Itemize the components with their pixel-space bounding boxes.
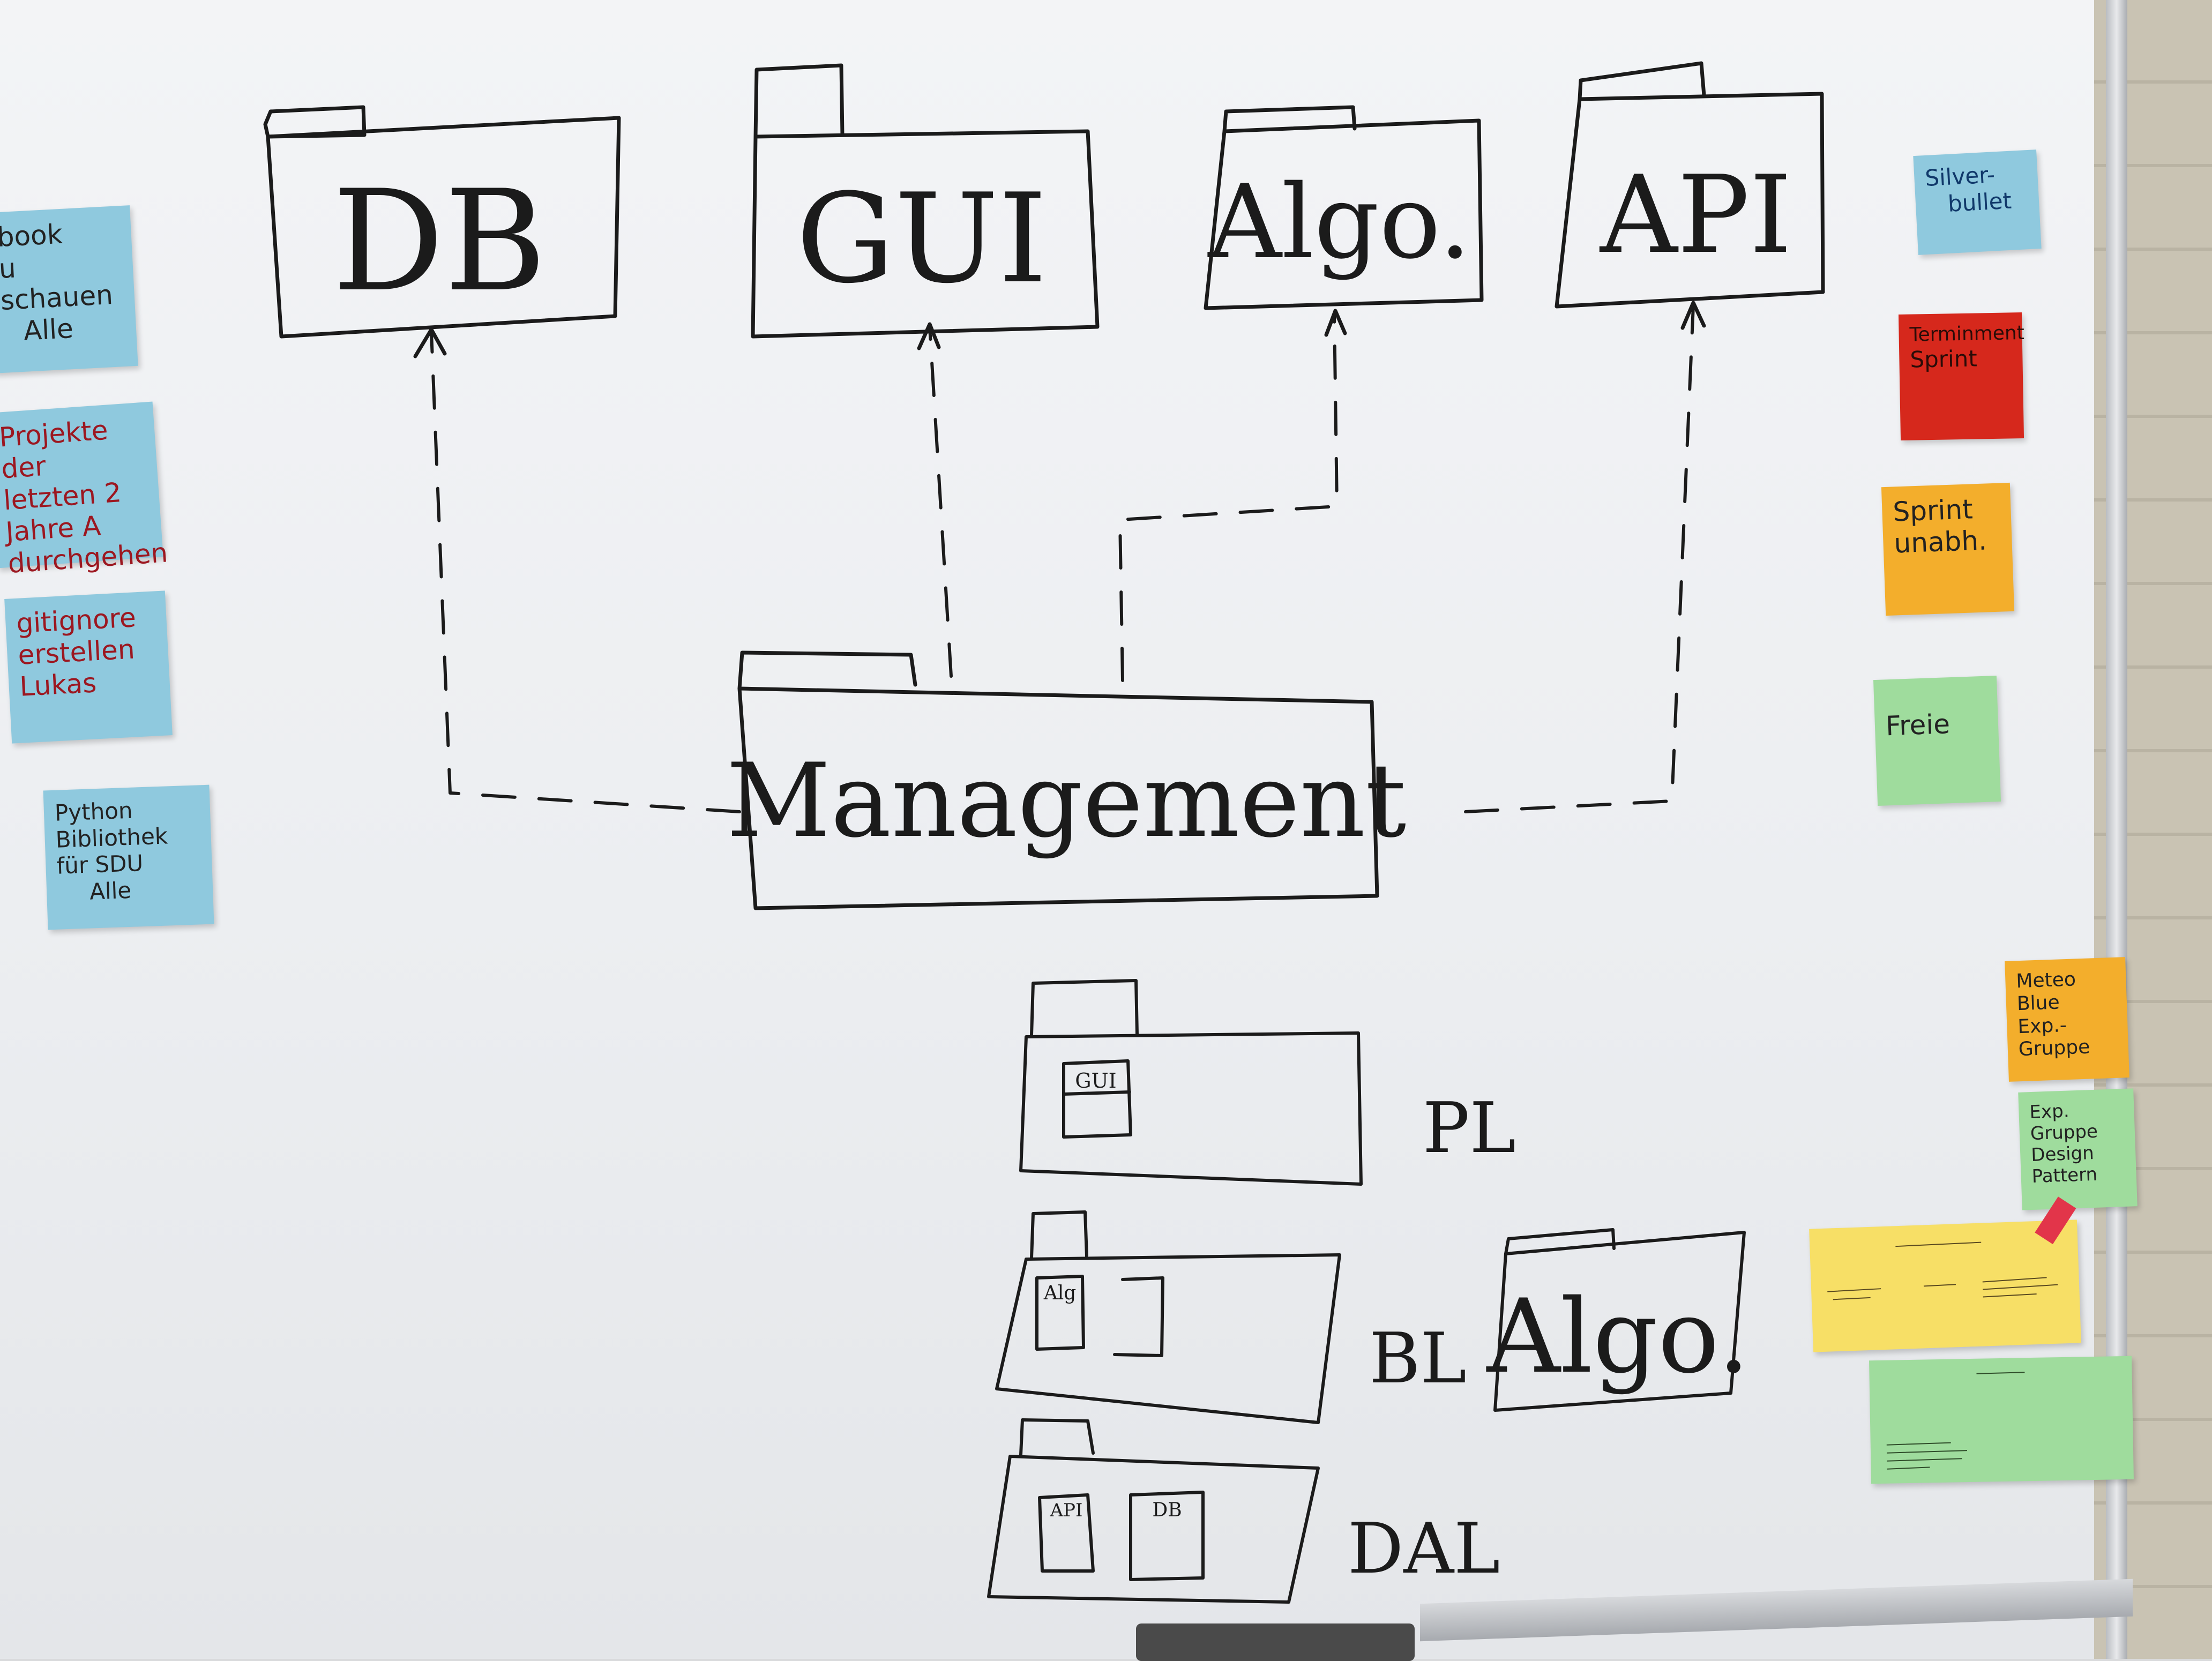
- eraser: [1136, 1623, 1415, 1661]
- sticky-note-left-3: gitignore erstellen Lukas: [4, 590, 173, 744]
- layer-pl-label: PL: [1423, 1087, 1516, 1169]
- package-algo-side-label: Algo.: [1485, 1277, 1750, 1396]
- sticky-note-right-5: Meteo Blue Exp.-Gruppe: [2005, 957, 2129, 1082]
- sticky-note-right-4: Freie: [1873, 676, 2001, 806]
- sticky-note-left-2: Projekte der letzten 2 Jahre A durchgehe…: [0, 401, 169, 579]
- package-bl: [995, 1210, 1341, 1424]
- package-db: [263, 105, 621, 339]
- layer-dal-label: DAL: [1348, 1508, 1500, 1589]
- dal-inner-label-1: API: [1050, 1500, 1083, 1521]
- package-gui: [751, 63, 1100, 339]
- sticky-note-left-1: book u schauen Alle: [0, 205, 138, 373]
- index-card-green: [1869, 1356, 2134, 1484]
- package-management: [737, 650, 1379, 910]
- bl-inner-label: Alg: [1043, 1282, 1077, 1304]
- index-card-yellow: [1809, 1196, 2081, 1352]
- package-db-label: DB: [332, 161, 547, 323]
- package-pl: [1019, 979, 1363, 1186]
- package-algo-label: Algo.: [1207, 163, 1471, 281]
- package-management-label: Management: [727, 742, 1407, 860]
- sticky-note-right-1: Silver- bullet: [1913, 149, 2042, 255]
- package-dal: [987, 1418, 1320, 1604]
- illegible-writing: [1827, 1241, 2058, 1300]
- pl-inner-label: GUI: [1075, 1069, 1116, 1093]
- package-api: [1555, 61, 1825, 309]
- package-algo-side: [1493, 1228, 1746, 1412]
- sticky-note-right-3: Sprint unabh.: [1881, 482, 2015, 616]
- package-gui-label: GUI: [796, 168, 1047, 311]
- dal-inner-label-2: DB: [1152, 1499, 1182, 1521]
- sticky-note-right-2: Terminment Sprint: [1898, 312, 2024, 440]
- illegible-writing-2: [1886, 1372, 2025, 1470]
- layer-bl-label: BL: [1369, 1318, 1467, 1399]
- package-algo: [1204, 105, 1484, 310]
- sticky-note-left-4: Python Bibliothek für SDU Alle: [43, 784, 214, 930]
- package-api-label: API: [1599, 153, 1792, 278]
- sticky-note-right-6: Meteo Blue Exp. Gruppe Design Pattern: [2018, 1088, 2138, 1210]
